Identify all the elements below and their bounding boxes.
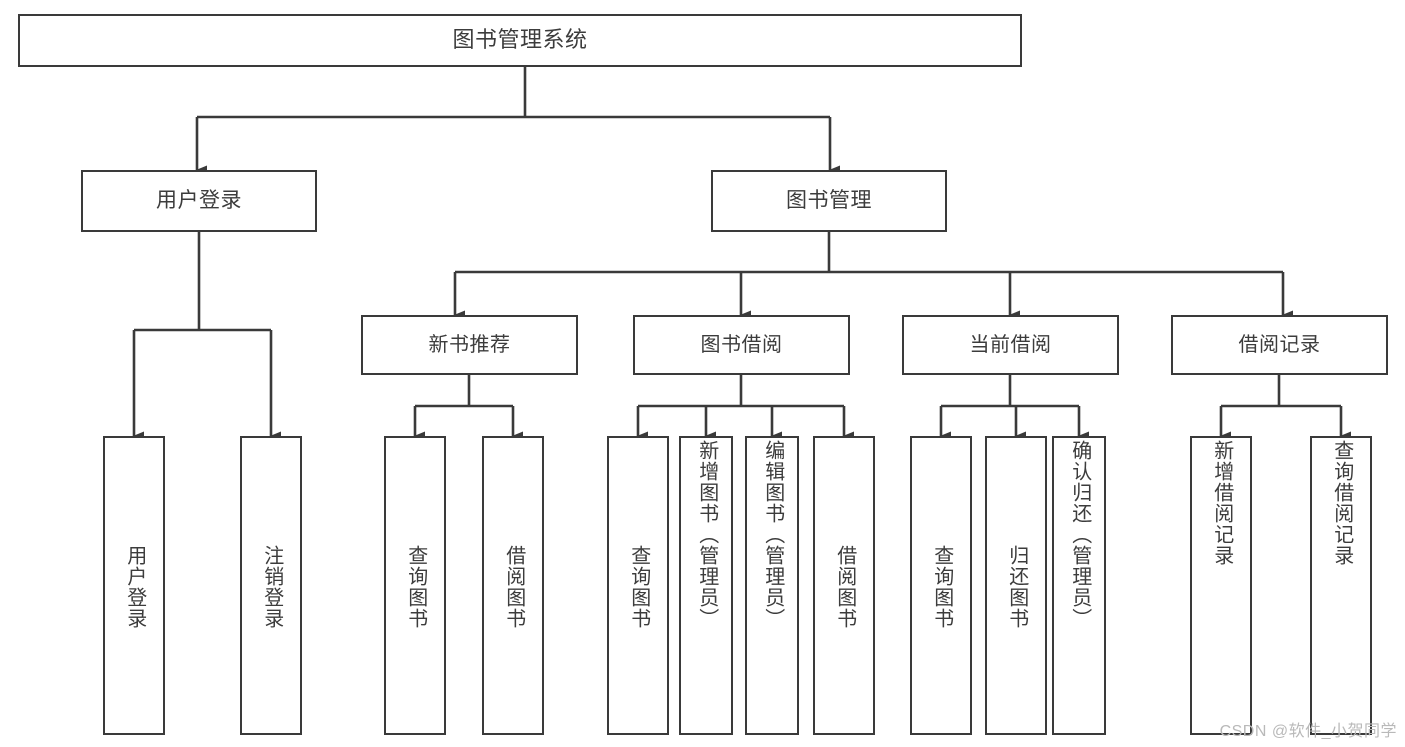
node-label: 注销登录: [260, 544, 283, 629]
node-label: 查询图书: [930, 544, 953, 629]
node-label: 新增图书（管理员）: [695, 440, 718, 629]
node-label: 新增借阅记录: [1210, 440, 1233, 566]
node-level3-3[interactable]: 借阅记录: [1171, 315, 1388, 375]
node-label: 查询借阅记录: [1330, 440, 1353, 566]
node-leaf-0[interactable]: 用户登录: [103, 436, 165, 735]
node-level2-0[interactable]: 用户登录: [81, 170, 317, 232]
node-label: 用户登录: [123, 544, 146, 629]
node-label: 图书借阅: [700, 333, 783, 356]
node-leaf-6[interactable]: 编辑图书（管理员）: [745, 436, 799, 735]
node-leaf-10[interactable]: 确认归还（管理员）: [1052, 436, 1106, 735]
node-leaf-11[interactable]: 新增借阅记录: [1190, 436, 1252, 735]
node-label: 编辑图书（管理员）: [761, 440, 784, 629]
node-label: 归还图书: [1005, 544, 1028, 629]
node-label: 当前借阅: [969, 333, 1052, 356]
node-label: 图书管理: [786, 189, 872, 213]
node-label: 查询图书: [627, 544, 650, 629]
node-root-图书管理系统[interactable]: 图书管理系统: [18, 14, 1022, 67]
node-label: 新书推荐: [428, 333, 511, 356]
node-leaf-3[interactable]: 借阅图书: [482, 436, 544, 735]
node-leaf-12[interactable]: 查询借阅记录: [1310, 436, 1372, 735]
node-level2-1[interactable]: 图书管理: [711, 170, 947, 232]
node-leaf-5[interactable]: 新增图书（管理员）: [679, 436, 733, 735]
node-label: 借阅图书: [502, 544, 525, 629]
node-leaf-1[interactable]: 注销登录: [240, 436, 302, 735]
node-label: 借阅图书: [833, 544, 856, 629]
node-leaf-9[interactable]: 归还图书: [985, 436, 1047, 735]
node-label: 查询图书: [404, 544, 427, 629]
node-level3-1[interactable]: 图书借阅: [633, 315, 850, 375]
node-leaf-7[interactable]: 借阅图书: [813, 436, 875, 735]
node-label: 图书管理系统: [452, 27, 588, 53]
node-level3-2[interactable]: 当前借阅: [902, 315, 1119, 375]
watermark-text: CSDN @软件_小贺同学: [1219, 723, 1397, 740]
node-label: 借阅记录: [1238, 333, 1321, 356]
node-level3-0[interactable]: 新书推荐: [361, 315, 578, 375]
node-leaf-4[interactable]: 查询图书: [607, 436, 669, 735]
node-leaf-2[interactable]: 查询图书: [384, 436, 446, 735]
node-leaf-8[interactable]: 查询图书: [910, 436, 972, 735]
node-label: 确认归还（管理员）: [1068, 440, 1091, 629]
node-label: 用户登录: [156, 189, 242, 213]
